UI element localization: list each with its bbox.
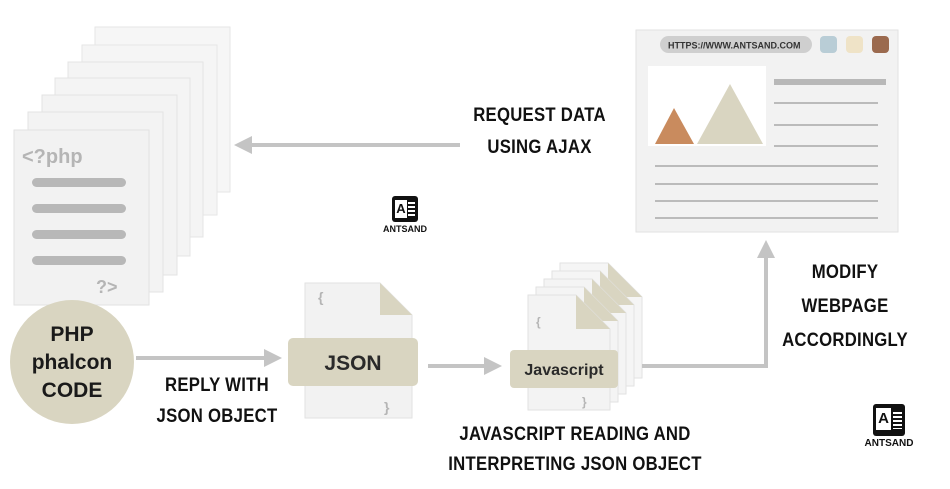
arrow-json-to-js — [428, 357, 502, 375]
php-badge-circle — [10, 300, 134, 424]
browser-url-text: HTTPS://WWW.ANTSAND.COM — [668, 41, 800, 51]
antsand-logo-text-center: ANTSAND — [383, 224, 427, 234]
antsand-logo-mark-center: A — [392, 196, 418, 222]
php-open-tag: <?php — [22, 146, 83, 168]
caption-modify-line-3: ACCORDINGLY — [782, 330, 908, 351]
javascript-document-stack: { } Javascript — [510, 262, 643, 411]
caption-js-line-2: INTERPRETING JSON OBJECT — [448, 454, 702, 475]
antsand-logo-mark-corner: A — [873, 404, 905, 436]
antsand-logo-corner: A ANTSAND — [862, 404, 916, 449]
php-badge-line-1: PHP — [50, 323, 93, 346]
browser-text-line-1 — [774, 79, 886, 85]
arrow-modify-head — [757, 240, 775, 258]
antsand-logo-center: A ANTSAND — [383, 196, 427, 234]
arrow-modify-webpage — [642, 240, 775, 368]
caption-js-line-1: JAVASCRIPT READING AND — [459, 424, 691, 445]
php-code-line-3 — [32, 230, 126, 239]
browser-text-line-8 — [655, 217, 878, 219]
caption-request-data: REQUEST DATA USING AJAX — [463, 100, 617, 164]
php-code-line-4 — [32, 256, 126, 265]
caption-javascript-reading: JAVASCRIPT READING AND INTERPRETING JSON… — [443, 420, 707, 480]
caption-modify-webpage: MODIFY WEBPAGE ACCORDINGLY — [779, 256, 911, 358]
php-phalcon-badge: PHP phalcon CODE — [10, 300, 134, 424]
browser-text-line-4 — [774, 145, 878, 147]
json-label: JSON — [324, 352, 381, 375]
arrow-request-data — [234, 136, 460, 154]
browser-window: HTTPS://WWW.ANTSAND.COM — [635, 29, 899, 233]
json-label-box — [288, 338, 418, 386]
js-fold-front — [576, 295, 610, 329]
php-page-front — [13, 129, 150, 306]
browser-dot-cream — [846, 36, 863, 53]
image-small-mountain — [655, 108, 694, 144]
json-brace-open: { — [318, 289, 324, 305]
browser-text-line-7 — [655, 200, 878, 202]
caption-reply-line-1: REPLY WITH — [165, 375, 269, 396]
browser-text-line-3 — [774, 124, 878, 126]
arrow-request-shaft — [250, 143, 460, 147]
browser-text-line-5 — [655, 165, 878, 167]
image-large-mountain — [697, 84, 763, 144]
json-brace-close: } — [384, 399, 390, 415]
arrow-json-js-head — [484, 357, 502, 375]
caption-reply-json: REPLY WITH JSON OBJECT — [147, 370, 286, 432]
arrow-request-head — [234, 136, 252, 154]
arrow-modify-shaft-h — [642, 364, 768, 368]
antsand-logo-text-corner: ANTSAND — [864, 438, 914, 449]
caption-modify-line-2: WEBPAGE — [801, 296, 889, 317]
arrow-json-js-shaft — [428, 364, 484, 368]
browser-text-line-2 — [774, 102, 878, 104]
browser-text-line-6 — [655, 183, 878, 185]
js-label: Javascript — [524, 362, 604, 379]
arrow-reply-shaft — [136, 356, 264, 360]
php-close-tag: ?> — [96, 277, 118, 297]
js-label-box — [510, 350, 618, 388]
caption-modify-line-1: MODIFY — [811, 262, 879, 283]
arrow-modify-shaft-v — [764, 258, 768, 368]
browser-dot-brown — [872, 36, 889, 53]
arrow-reply-json — [136, 349, 282, 367]
php-code-line-2 — [32, 204, 126, 213]
js-brace-close: } — [582, 395, 587, 409]
caption-reply-line-2: JSON OBJECT — [156, 406, 278, 427]
php-badge-line-2: phalcon — [32, 351, 113, 374]
php-code-line-1 — [32, 178, 126, 187]
json-document: { } JSON — [288, 282, 418, 419]
php-document-stack: <?php ?> — [13, 26, 231, 306]
flow-arrows — [136, 136, 775, 375]
caption-request-line-2: USING AJAX — [487, 137, 592, 158]
php-badge-line-3: CODE — [42, 379, 103, 402]
browser-dot-blue — [820, 36, 837, 53]
browser-url-bar — [660, 36, 812, 53]
json-page-fold — [380, 283, 412, 315]
arrow-reply-head — [264, 349, 282, 367]
js-brace-open: { — [536, 315, 541, 329]
caption-request-line-1: REQUEST DATA — [473, 105, 606, 126]
